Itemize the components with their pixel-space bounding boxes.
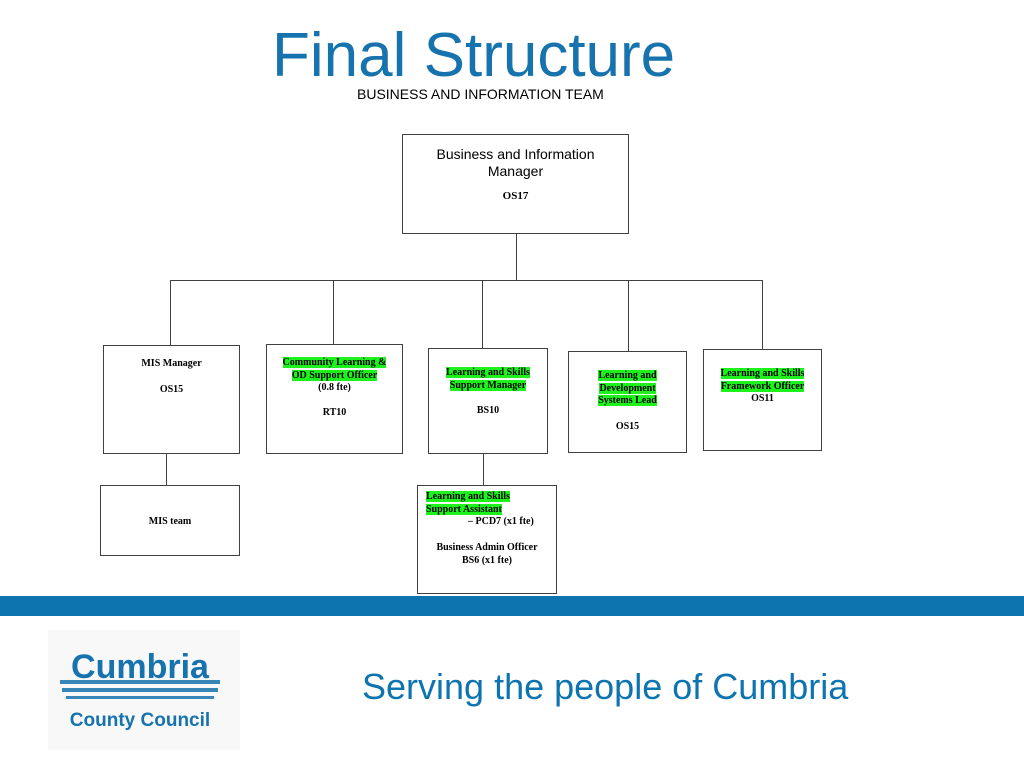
box-grade: OS15 (159, 383, 184, 395)
box-admin-grade: BS6 (x1 fte) (462, 554, 512, 566)
box-fte: (0.8 fte) (318, 382, 351, 393)
box-title: Learning and Skills Framework Officer (720, 368, 805, 392)
box-title: MIS Manager (141, 358, 202, 369)
org-box-mis-manager: MIS Manager OS15 (103, 345, 240, 454)
box-grade-fte: – PCD7 (x1 fte) (468, 516, 534, 527)
cumbria-logo-icon: Cumbria County Council (60, 648, 220, 731)
org-chart-connectors (166, 234, 763, 485)
org-box-ld-systems-lead: Learning and Development Systems Lead OS… (568, 351, 687, 453)
org-box-ls-support-assistant: Learning and Skills Support Assistant – … (417, 485, 557, 594)
box-title: Business and Information Manager (436, 146, 595, 179)
org-box-mis-team: MIS team (100, 485, 240, 556)
footer-tagline: Serving the people of Cumbria (362, 666, 849, 707)
org-box-ls-support-manager: Learning and Skills Support Manager BS10 (428, 348, 548, 454)
box-grade: OS15 (615, 420, 640, 432)
cumbria-county-council-logo: Cumbria County Council (48, 630, 240, 750)
box-grade: RT10 (322, 406, 347, 418)
svg-text:County Council: County Council (70, 710, 210, 731)
footer-band (0, 596, 1024, 616)
box-grade: BS10 (476, 405, 500, 416)
box-grade: OS11 (751, 393, 774, 404)
box-admin-title: Business Admin Officer (436, 542, 538, 553)
page-subtitle: BUSINESS AND INFORMATION TEAM (357, 86, 604, 102)
box-title: Learning and Development Systems Lead (598, 370, 657, 406)
org-box-ls-framework-officer: Learning and Skills Framework Officer OS… (703, 349, 822, 451)
box-title: MIS team (148, 516, 192, 527)
page-title: Final Structure (272, 21, 676, 90)
box-grade: OS17 (502, 190, 529, 202)
box-title: Community Learning & OD Support Officer (282, 357, 387, 381)
svg-text:Cumbria: Cumbria (71, 648, 210, 686)
org-box-community-learning-od-support-officer: Community Learning & OD Support Officer … (266, 344, 403, 454)
org-box-business-information-manager: Business and Information Manager OS17 (402, 134, 629, 234)
box-title: Learning and Skills Support Assistant (426, 491, 510, 515)
box-title: Learning and Skills Support Manager (446, 367, 530, 391)
